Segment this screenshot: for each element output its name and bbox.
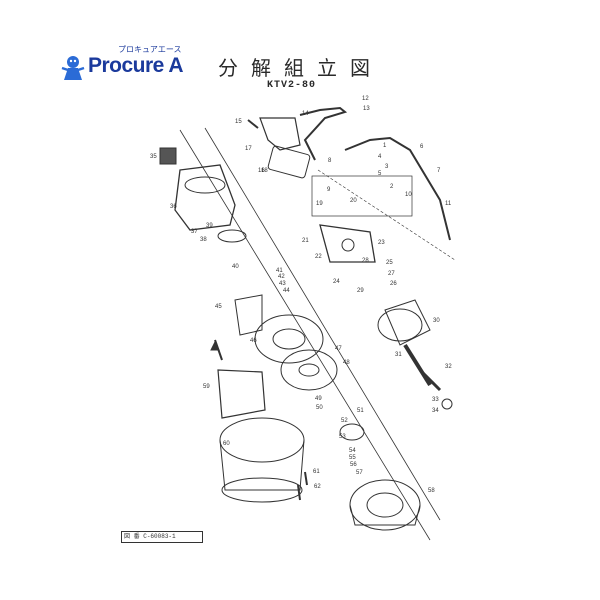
part-number-26: 26 [390, 281, 397, 287]
part-number-17: 17 [245, 146, 252, 152]
part-number-22: 22 [315, 254, 322, 260]
part-number-3: 3 [385, 164, 389, 170]
part-number-50: 50 [316, 405, 323, 411]
part-number-29: 29 [357, 288, 364, 294]
part-number-34: 34 [432, 408, 439, 414]
logo-kana: プロキュアエース [118, 45, 182, 54]
part-number-58: 58 [428, 488, 435, 494]
part-number-40: 40 [232, 264, 239, 270]
part-number-7: 7 [437, 168, 441, 174]
part-number-27: 27 [388, 271, 395, 277]
part-number-23: 23 [378, 240, 385, 246]
part-number-14: 14 [302, 111, 309, 117]
part-number-62: 62 [314, 484, 321, 490]
part-number-11: 11 [445, 201, 452, 207]
part-number-24: 24 [333, 279, 340, 285]
part-number-12: 12 [362, 96, 369, 102]
part-number-32: 32 [445, 364, 452, 370]
part-number-48: 48 [343, 360, 350, 366]
part-number-42: 42 [278, 274, 285, 280]
part-number-8: 8 [328, 158, 332, 164]
part-number-31: 31 [395, 352, 402, 358]
part-number-46: 46 [250, 338, 257, 344]
part-number-59: 59 [203, 384, 210, 390]
part-number-1: 1 [383, 143, 387, 149]
part-number-56: 56 [350, 462, 357, 468]
part-number-44: 44 [283, 288, 290, 294]
part-number-51: 51 [357, 408, 364, 414]
drawing-number-code: C-60083-1 [143, 533, 176, 540]
part-number-28: 28 [362, 258, 369, 264]
procure-a-logo[interactable]: プロキュアエース Procure A [60, 45, 205, 82]
part-number-9: 9 [327, 187, 331, 193]
part-number-43: 43 [279, 281, 286, 287]
part-number-60: 60 [223, 441, 230, 447]
model-number: KTV2-80 [267, 80, 317, 91]
part-number-45: 45 [215, 304, 222, 310]
part-number-52: 52 [341, 418, 348, 424]
part-number-49: 49 [315, 396, 322, 402]
part-number-4: 4 [378, 154, 382, 160]
part-number-36: 36 [170, 204, 177, 210]
part-number-57: 57 [356, 470, 363, 476]
diagram-title: 分解組立図 [218, 56, 383, 80]
part-number-19: 19 [316, 201, 323, 207]
part-number-13: 13 [363, 106, 370, 112]
logo-brand: Procure A [88, 54, 184, 77]
part-number-55: 55 [349, 455, 356, 461]
part-number-25: 25 [386, 260, 393, 266]
part-number-21: 21 [302, 238, 309, 244]
part-number-2: 2 [390, 184, 394, 190]
drawing-number: 図 番 C-60083-1 [121, 531, 203, 543]
part-number-39: 39 [206, 223, 213, 229]
part-number-33: 33 [432, 397, 439, 403]
part-number-35: 35 [150, 154, 157, 160]
drawing-number-prefix: 図 番 [124, 533, 140, 540]
part-number-41: 41 [276, 268, 283, 274]
part-number-20: 20 [350, 198, 357, 204]
part-number-10: 10 [405, 192, 412, 198]
part-number-16: 16 [258, 168, 265, 174]
part-number-38: 38 [200, 237, 207, 243]
part-number-18: 18 [261, 168, 268, 174]
part-number-54: 54 [349, 448, 356, 454]
mascot-icon [61, 56, 85, 80]
part-number-61: 61 [313, 469, 320, 475]
part-number-37: 37 [191, 229, 198, 235]
part-number-47: 47 [335, 346, 342, 352]
part-number-30: 30 [433, 318, 440, 324]
part-number-6: 6 [420, 144, 424, 150]
part-number-15: 15 [235, 119, 242, 125]
part-number-53: 53 [339, 434, 346, 440]
part-number-5: 5 [378, 171, 382, 177]
